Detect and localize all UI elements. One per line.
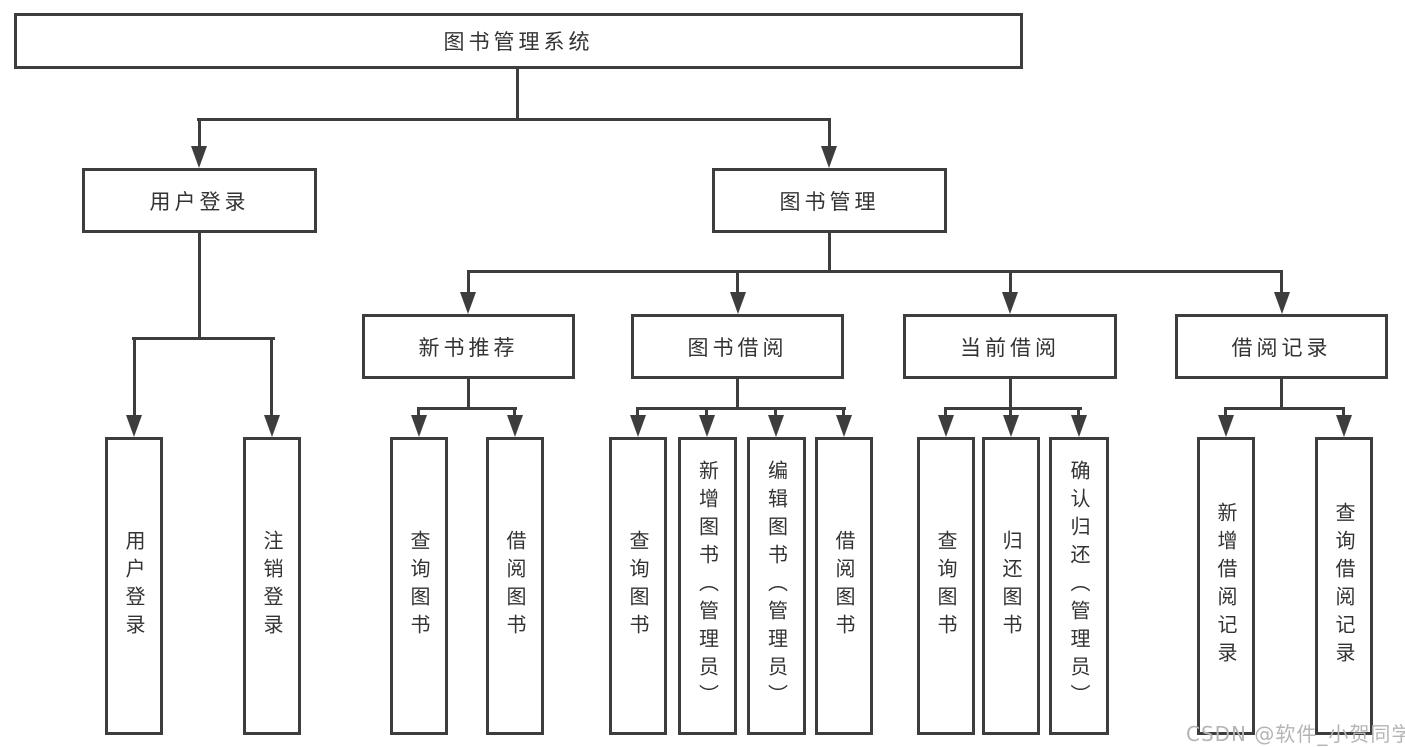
node-book-management-label: 图书管理 — [779, 189, 880, 214]
node-leaf-query-book-1-label: 查询图书 — [407, 530, 431, 642]
node-current-borrow-label: 当前借阅 — [960, 335, 1060, 360]
node-borrow-record: 借阅记录 — [1175, 314, 1388, 379]
connector-current-stem — [1009, 377, 1012, 410]
node-leaf-query-book-3: 查询图书 — [917, 437, 975, 735]
connector-recommend-rail — [417, 407, 517, 410]
node-leaf-user-login-label: 用户登录 — [122, 530, 146, 642]
arrowhead-leaf-return-book — [1003, 415, 1019, 437]
connector-user-login-drop — [198, 118, 201, 150]
node-leaf-query-book-2: 查询图书 — [609, 437, 667, 735]
node-leaf-confirm-return-admin-label: 确认归还（管理员） — [1067, 460, 1091, 712]
node-leaf-query-book-1: 查询图书 — [390, 437, 448, 735]
node-leaf-add-borrow-record-label: 新增借阅记录 — [1214, 502, 1238, 670]
connector-current-leaf1-drop — [944, 407, 947, 419]
connector-record-stem — [1280, 377, 1283, 410]
node-user-login: 用户登录 — [82, 168, 317, 233]
node-leaf-borrow-book-1-label: 借阅图书 — [503, 530, 527, 642]
arrowhead-leaf-query-book-1 — [411, 415, 427, 437]
connector-borrow-stem — [736, 377, 739, 410]
connector-level3-rail — [467, 270, 1283, 273]
connector-record-leaf1-drop — [1224, 407, 1227, 419]
node-leaf-user-login: 用户登录 — [105, 437, 163, 735]
arrowhead-leaf-confirm-return — [1071, 415, 1087, 437]
arrowhead-leaf-add-record — [1218, 415, 1234, 437]
connector-record-rail — [1224, 407, 1345, 410]
node-leaf-edit-book-admin-label: 编辑图书（管理员） — [764, 460, 789, 712]
connector-l3-record-drop — [1280, 270, 1283, 294]
node-leaf-confirm-return-admin: 确认归还（管理员） — [1049, 437, 1109, 735]
arrowhead-leaf-edit-book — [768, 415, 784, 437]
arrowhead-leaf-query-book-2 — [630, 415, 646, 437]
arrowhead-leaf-logout — [264, 415, 280, 437]
connector-l3-current-drop — [1009, 270, 1012, 294]
node-leaf-edit-book-admin: 编辑图书（管理员） — [747, 437, 806, 735]
node-new-book-recommend: 新书推荐 — [362, 314, 575, 379]
arrowhead-user-login — [191, 146, 207, 168]
node-root-label: 图书管理系统 — [443, 30, 594, 54]
connector-recommend-stem — [467, 377, 470, 410]
node-leaf-return-book-label: 归还图书 — [999, 530, 1023, 642]
node-leaf-query-book-2-label: 查询图书 — [626, 530, 650, 642]
arrowhead-current-borrow — [1002, 292, 1018, 314]
node-leaf-return-book: 归还图书 — [982, 437, 1040, 735]
connector-current-leaf3-drop — [1077, 407, 1080, 419]
node-leaf-borrow-book-2: 借阅图书 — [815, 437, 873, 735]
arrowhead-leaf-borrow-book-2 — [836, 415, 852, 437]
connector-book-stem — [828, 231, 831, 273]
arrowhead-book-borrow — [730, 292, 746, 314]
node-leaf-query-borrow-record: 查询借阅记录 — [1315, 437, 1373, 735]
connector-user-leaf1-drop — [133, 337, 136, 419]
node-leaf-query-borrow-record-label: 查询借阅记录 — [1332, 502, 1356, 670]
connector-recommend-leaf2-drop — [513, 407, 516, 419]
connector-recommend-leaf1-drop — [417, 407, 420, 419]
connector-l3-borrow-drop — [736, 270, 739, 294]
arrowhead-leaf-query-record — [1336, 415, 1352, 437]
node-leaf-logout-label: 注销登录 — [260, 530, 284, 642]
node-new-book-recommend-label: 新书推荐 — [418, 335, 519, 360]
node-leaf-add-book-admin-label: 新增图书（管理员） — [695, 460, 720, 712]
connector-borrow-leaf3-drop — [774, 407, 777, 419]
node-book-borrow-label: 图书借阅 — [687, 335, 788, 360]
arrowhead-book-mgmt — [821, 146, 837, 168]
node-current-borrow: 当前借阅 — [903, 314, 1117, 379]
arrowhead-leaf-query-book-3 — [938, 415, 954, 437]
node-leaf-query-book-3-label: 查询图书 — [934, 530, 958, 642]
node-leaf-add-book-admin: 新增图书（管理员） — [678, 437, 737, 735]
arrowhead-leaf-borrow-book-1 — [507, 415, 523, 437]
connector-user-stem — [198, 231, 201, 340]
connector-borrow-leaf1-drop — [636, 407, 639, 419]
node-book-borrow: 图书借阅 — [631, 314, 844, 379]
connector-borrow-leaf4-drop — [842, 407, 845, 419]
csdn-watermark: CSDN @软件_小贺同学 — [1186, 722, 1405, 746]
connector-l3-recommend-drop — [467, 270, 470, 294]
arrowhead-leaf-add-book — [699, 415, 715, 437]
connector-book-mgmt-drop — [828, 118, 831, 150]
connector-current-rail — [944, 407, 1082, 410]
node-user-login-label: 用户登录 — [149, 189, 250, 214]
connector-borrow-leaf2-drop — [705, 407, 708, 419]
arrowhead-leaf-user-login — [126, 415, 142, 437]
arrowhead-new-book-recommend — [460, 292, 476, 314]
connector-record-leaf2-drop — [1342, 407, 1345, 419]
node-leaf-add-borrow-record: 新增借阅记录 — [1197, 437, 1255, 735]
connector-borrow-rail — [636, 407, 846, 410]
arrowhead-borrow-record — [1274, 292, 1290, 314]
connector-user-rail — [132, 337, 275, 340]
node-book-management: 图书管理 — [712, 168, 947, 233]
connector-current-leaf2-drop — [1009, 407, 1012, 419]
node-leaf-borrow-book-1: 借阅图书 — [486, 437, 544, 735]
node-leaf-logout: 注销登录 — [243, 437, 301, 735]
connector-root-stem — [516, 66, 519, 121]
node-borrow-record-label: 借阅记录 — [1231, 335, 1332, 360]
node-root: 图书管理系统 — [14, 13, 1023, 69]
connector-user-leaf2-drop — [270, 337, 273, 419]
connector-level2-rail — [197, 118, 831, 121]
node-leaf-borrow-book-2-label: 借阅图书 — [832, 530, 856, 642]
